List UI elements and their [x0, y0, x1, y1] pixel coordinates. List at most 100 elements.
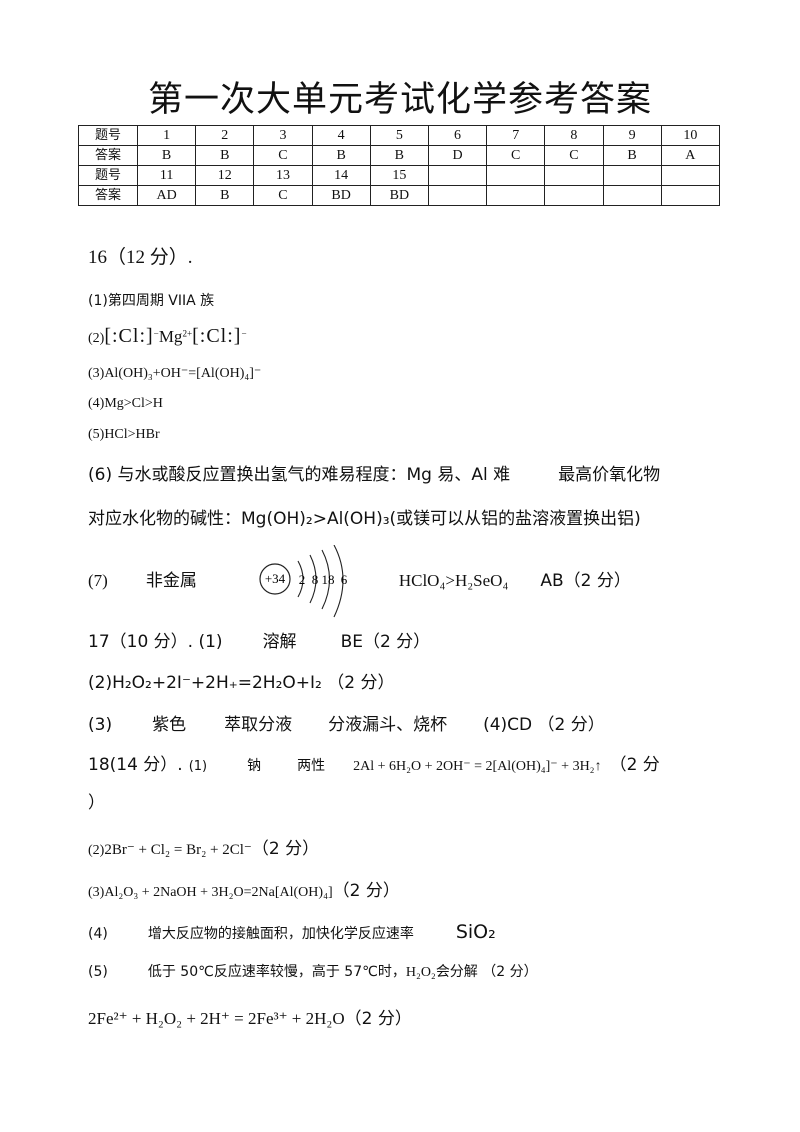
answer-table-cell: 3 [253, 125, 313, 146]
answer-table-cell: 15 [369, 165, 429, 186]
answer-table-cell: 4 [311, 125, 371, 146]
answer-table-cell [486, 185, 546, 206]
q18-l1-a: 钠 [247, 758, 262, 774]
answer-table-cell: 5 [369, 125, 429, 146]
answer-table-row-header: 答案 [78, 185, 138, 206]
lewis-cl-right: [:Cl:] [192, 325, 242, 347]
q18-l1-equation: 2Al + 6H₂O + 2OH⁻ = 2[Al(OH)₄]⁻ + 3H₂↑ [353, 759, 602, 774]
q18-l4-num: (4) [88, 926, 108, 942]
answer-table-cell: 7 [486, 125, 546, 146]
answer-table-cell: B [195, 145, 255, 166]
q16-part2: (2)[:Cl:]−Mg2+[:Cl:]− [88, 325, 247, 348]
answer-table-cell: B [136, 145, 197, 166]
q18-line6: 2Fe²⁺ + H₂O₂ + 2H⁺ = 2Fe³⁺ + 2H₂O（2 分） [88, 1004, 412, 1029]
answer-table-cell: 6 [427, 125, 488, 146]
q16-part7-answer: AB（2 分） [540, 571, 631, 591]
q17-heading: 17（10 分）. (1) [88, 632, 223, 652]
answer-table-cell: 12 [195, 165, 255, 186]
q16-part7-label: (7) [88, 571, 108, 590]
q18-l2-num: (2) [88, 843, 105, 858]
page-title: 第一次大单元考试化学参考答案 [147, 80, 652, 120]
q18-l5-text: 低于 50℃反应速率较慢，高于 57℃时， [147, 964, 406, 980]
answer-table-cell: C [486, 145, 546, 166]
shell-arc-3 [321, 549, 331, 610]
answer-table-row-header: 题号 [78, 125, 138, 146]
q18-l3-num: (3) [88, 885, 105, 900]
q17-l3-c: 萃取分液 [224, 715, 293, 735]
answer-table-cell: 9 [602, 125, 662, 146]
q16-part2-label: (2) [88, 331, 105, 346]
answer-table-cell: C [544, 145, 604, 166]
nucleus-charge: +34 [265, 571, 286, 586]
q18-l1-b: 两性 [297, 758, 326, 774]
q18-l1-num: (1) [188, 759, 208, 774]
answer-table-row-header: 题号 [78, 165, 138, 186]
q16-part6-line1: (6) 与水或酸反应置换出氢气的难易程度：Mg 易、Al 难 最高价氧化物 [88, 460, 660, 485]
q17-l1-a: 溶解 [262, 632, 297, 652]
q18-l6-equation: 2Fe²⁺ + H₂O₂ + 2H⁺ = 2Fe³⁺ + 2H₂O [88, 1009, 345, 1028]
nucleus-circle [259, 563, 291, 595]
q18-l2-equation: 2Br⁻ + Cl₂ = Br₂ + 2Cl⁻ [104, 842, 252, 858]
answer-table-cell [660, 165, 721, 186]
answer-table-cell: AD [136, 185, 197, 206]
q16-heading: 16（12 分）. [88, 247, 193, 268]
q16-part4: (4)Mg>Cl>H [88, 396, 163, 411]
q17-line3: (3) 紫色 萃取分液 分液漏斗、烧杯 (4)CD （2 分） [88, 710, 605, 735]
q18-l4-formula: SiO₂ [455, 921, 496, 943]
answer-table-cell [486, 165, 546, 186]
q17-l1-b: BE（2 分） [340, 632, 431, 652]
answer-table-cell [660, 185, 721, 206]
q18-l2-score: （2 分） [251, 839, 320, 859]
q17-line2: (2)H₂O₂+2I⁻+2H₊=2H₂O+I₂ （2 分） [88, 673, 395, 693]
q17-l3-d: 分液漏斗、烧杯 [328, 715, 448, 735]
q16-part1: (1)第四周期 VIIA 族 [88, 293, 215, 309]
q18-l3-score: （2 分） [332, 881, 400, 901]
q16-part6-b: 最高价氧化物 [558, 465, 661, 485]
answer-table-cell [544, 165, 604, 186]
shell-arc-2 [309, 554, 317, 604]
shell-count-3: 18 [322, 572, 335, 587]
answer-table-cell: B [369, 145, 429, 166]
q18-line2: (2)2Br⁻ + Cl₂ = Br₂ + 2Cl⁻（2 分） [88, 834, 319, 859]
q17-l3-e: (4)CD （2 分） [483, 715, 605, 735]
answer-table-cell: 10 [660, 125, 721, 146]
answer-table-cell: B [195, 185, 255, 206]
answer-table-row-header: 答案 [78, 145, 138, 166]
answer-table-cell [602, 185, 662, 206]
q16-part5: (5)HCl>HBr [88, 427, 160, 442]
q16-part6-line2: 对应水化物的碱性：Mg(OH)₂>Al(OH)₃(或镁可以从铝的盐溶液置换出铝) [88, 509, 641, 529]
answer-table-cell: 8 [544, 125, 604, 146]
answer-table-cell [427, 165, 488, 186]
q16-part6-a: (6) 与水或酸反应置换出氢气的难易程度：Mg 易、Al 难 [88, 465, 511, 485]
answer-table-cell: 14 [311, 165, 371, 186]
answer-table-cell: 2 [195, 125, 255, 146]
q18-l5-formula: H₂O₂ [405, 965, 436, 980]
mg-symbol: Mg [158, 327, 183, 346]
q18-l6-score: （2 分） [344, 1009, 412, 1029]
q18-line5: (5) 低于 50℃反应速率较慢，高于 57℃时，H₂O₂会分解 （2 分） [88, 961, 538, 981]
q18-l3-equation: Al₂O₃ + 2NaOH + 3H₂O=2Na[Al(OH)₄] [104, 885, 333, 900]
q18-l5-num: (5) [88, 964, 108, 980]
q16-part7-type: 非金属 [145, 571, 197, 591]
q18-l5-tail: 会分解 （2 分） [435, 964, 538, 980]
answer-table-cell: B [602, 145, 662, 166]
charge-minus-right: − [241, 328, 247, 339]
q17-l3-b: 紫色 [152, 715, 187, 735]
mg-charge: 2+ [182, 328, 193, 339]
answer-table-cell: 11 [136, 165, 197, 186]
answer-table-cell [427, 185, 488, 206]
q17-l3-a: (3) [88, 715, 113, 735]
answer-table-cell: C [253, 145, 313, 166]
q17-line1: 17（10 分）. (1) 溶解 BE（2 分） [88, 627, 430, 652]
q16-part7: (7) 非金属 HClO₄>H₂SeO₄ AB（2 分） [88, 566, 631, 591]
q18-l1-score: （2 分 [609, 755, 660, 775]
q16-part7-acid: HClO₄>H₂SeO₄ [398, 571, 509, 590]
shell-count-4: 6 [341, 572, 348, 587]
